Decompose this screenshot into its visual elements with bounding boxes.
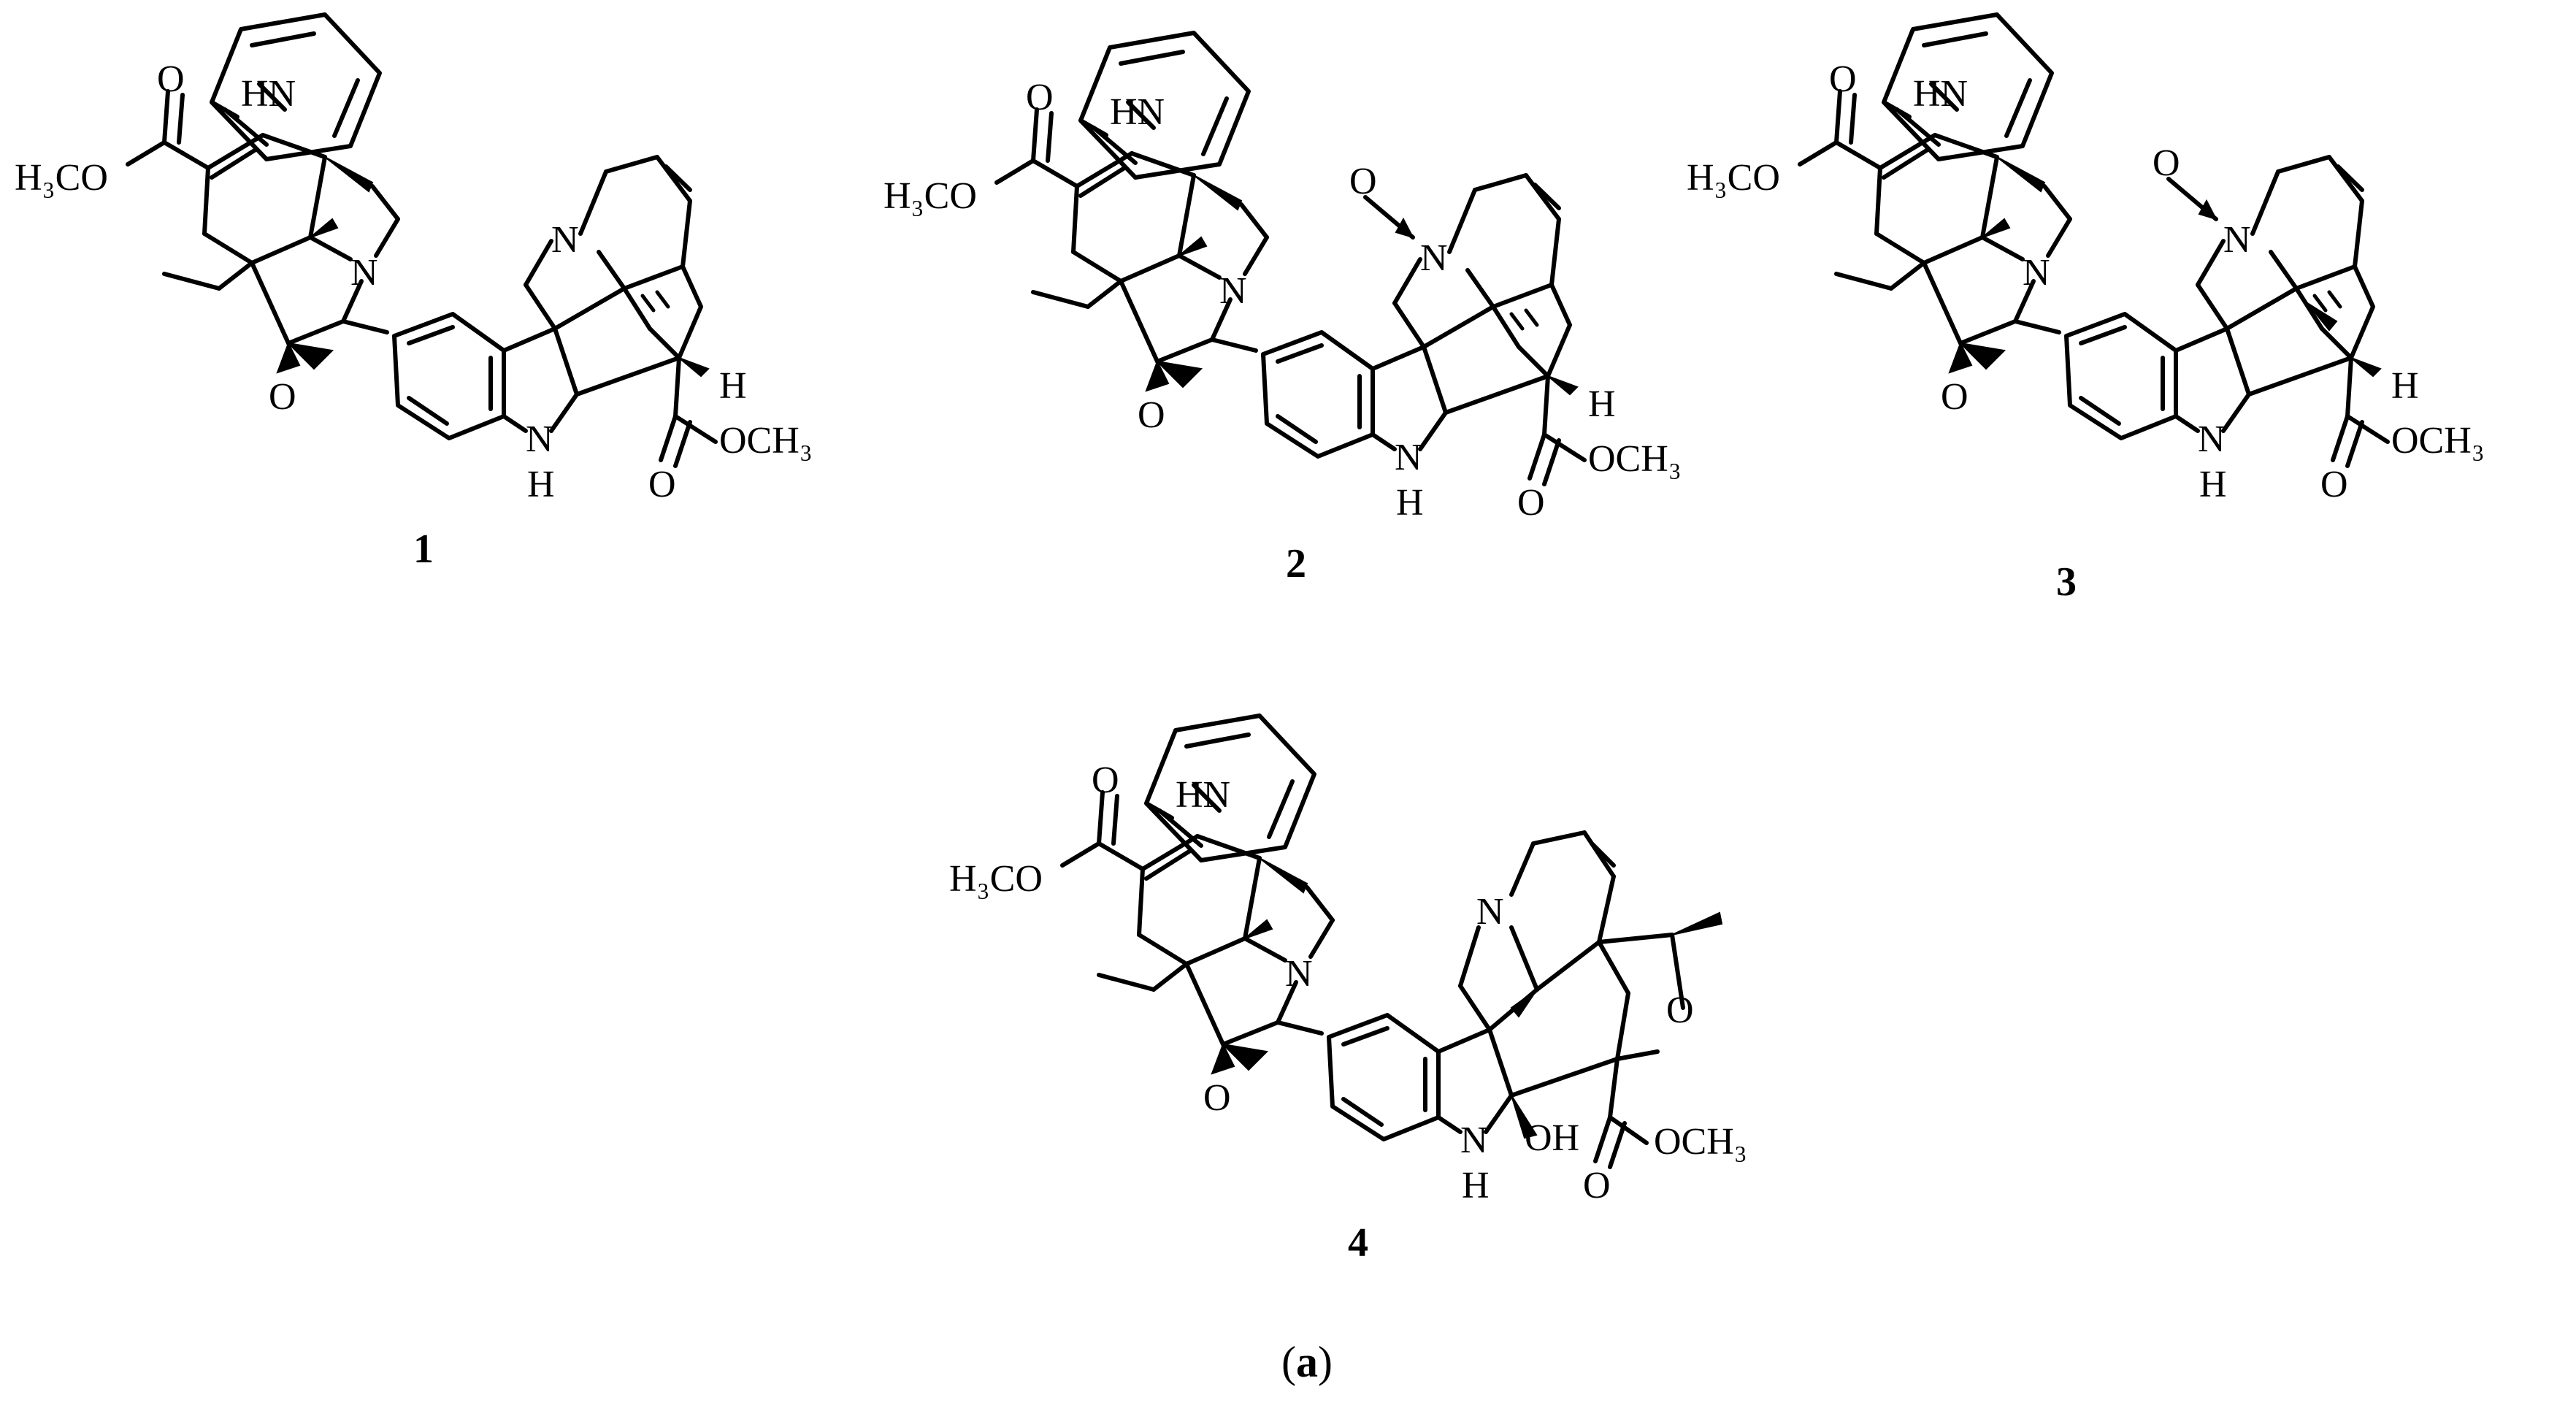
atom-ring-ether-o: O	[1666, 990, 1694, 1031]
atom-indoline-n: N	[526, 418, 553, 460]
atom-indole-nh: HN	[1913, 73, 1968, 115]
compound-1: HN O H₃CO O N N N H H O OCH₃ 1	[15, 15, 813, 572]
atom-methyl-ester: H₃CO	[15, 157, 108, 199]
atom-ester2-carbonyl-o: O	[648, 464, 676, 505]
atom-ester2-carbonyl-o: O	[1583, 1165, 1611, 1206]
atom-indoline-h: H	[527, 464, 555, 505]
atom-ester2-methoxy: OCH₃	[1588, 438, 1682, 480]
atom-hydrogen: H	[1588, 383, 1616, 425]
atom-hydrogen: H	[2391, 365, 2419, 407]
atom-hydrogen: H	[719, 365, 747, 407]
caption-close-paren: )	[1318, 1338, 1333, 1386]
atom-ester2-carbonyl-o: O	[1517, 482, 1545, 524]
atom-indoline-n: N	[1460, 1120, 1488, 1161]
atom-epoxide-o: O	[1138, 394, 1165, 436]
atom-indole-nh: HN	[241, 73, 296, 115]
atom-ester2-methoxy: OCH₃	[1654, 1121, 1747, 1163]
atom-nitrogen-cage: N	[551, 219, 579, 261]
atom-nitrogen-upper: N	[1219, 270, 1247, 312]
atom-nitrogen-cage: N	[1476, 891, 1504, 933]
atom-methyl-ester: H₃CO	[1687, 157, 1780, 199]
atom-ester2-methoxy: OCH₃	[2391, 420, 2485, 462]
figure-caption: (a)	[1281, 1338, 1333, 1386]
atom-nitrogen-oxide: N	[1420, 237, 1448, 279]
compound-4: HN O H₃CO O N N N H OH O O OCH₃ 4	[949, 716, 1747, 1266]
compound-label-4: 4	[1348, 1220, 1368, 1266]
atom-epoxide-o: O	[1203, 1077, 1231, 1119]
atom-ester2-methoxy: OCH₃	[719, 420, 813, 462]
atom-epoxide-o: O	[269, 376, 296, 418]
atom-n-oxide-o: O	[1349, 161, 1377, 202]
atom-indoline-h: H	[2199, 464, 2227, 505]
atom-methyl-ester: H₃CO	[883, 175, 977, 217]
atom-nitrogen-oxide: N	[2223, 219, 2251, 261]
atom-indoline-n: N	[1395, 437, 1422, 478]
caption-letter: a	[1296, 1338, 1318, 1386]
compound-label-3: 3	[2056, 559, 2077, 605]
atom-epoxide-o: O	[1941, 376, 1969, 418]
compound-2: HN O H₃CO O N N O N H H O OCH₃ 2	[883, 33, 1682, 586]
atom-ester-carbonyl-o: O	[157, 58, 185, 100]
compound-label-1: 1	[413, 527, 434, 572]
caption-open-paren: (	[1281, 1338, 1296, 1386]
compound-3: HN O H₃CO O N N O N H H O OCH₃ 3	[1687, 15, 2485, 605]
atom-ester-carbonyl-o: O	[1829, 58, 1857, 100]
atom-indoline-h: H	[1462, 1165, 1490, 1206]
atom-methyl-ester: H₃CO	[949, 858, 1043, 900]
compound-label-2: 2	[1286, 541, 1306, 586]
atom-indoline-n: N	[2198, 418, 2226, 460]
atom-n-oxide-o: O	[2153, 142, 2180, 184]
atom-indoline-h: H	[1396, 482, 1424, 524]
atom-nitrogen-upper: N	[2023, 252, 2050, 294]
atom-indole-nh: HN	[1176, 774, 1230, 816]
atom-ester-carbonyl-o: O	[1026, 77, 1054, 118]
atom-ester-carbonyl-o: O	[1092, 760, 1119, 801]
atom-nitrogen-upper: N	[1285, 953, 1313, 995]
atom-nitrogen-upper: N	[350, 252, 378, 294]
atom-ester2-carbonyl-o: O	[2320, 464, 2348, 505]
atom-indole-nh: HN	[1110, 91, 1165, 133]
atom-hydroxyl: OH	[1525, 1117, 1579, 1159]
